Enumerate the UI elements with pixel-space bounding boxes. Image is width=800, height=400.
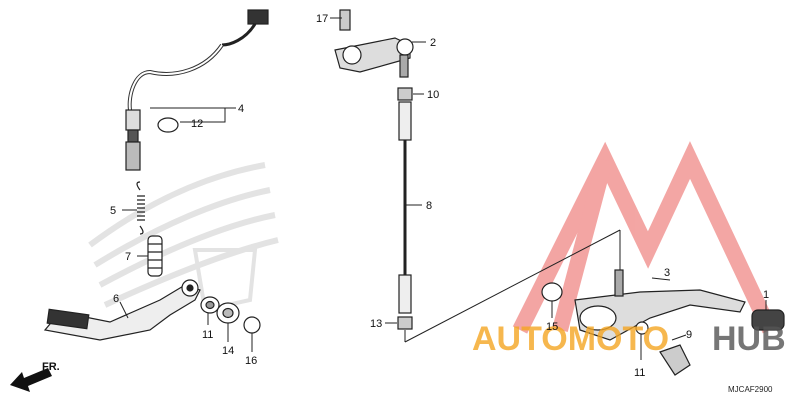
washer-part-11 xyxy=(635,321,649,335)
callout-8: 8 xyxy=(426,200,432,212)
background-wing-logo xyxy=(88,162,279,313)
callout-9: 9 xyxy=(686,329,692,341)
front-label: FR. xyxy=(42,361,60,373)
stop-switch-assembly xyxy=(125,9,269,171)
callout-7: 7 xyxy=(125,251,131,263)
callout-12: 14 xyxy=(222,345,234,357)
callout-15: 15 xyxy=(546,321,558,333)
leader-lines xyxy=(119,17,767,360)
nut-part-14 xyxy=(397,316,413,330)
callout-13: 12 xyxy=(191,118,203,130)
callout-3: 3 xyxy=(664,267,670,279)
callout-16: 16 xyxy=(245,355,257,367)
shift-arm-part-2 xyxy=(334,9,414,78)
spring-part-7 xyxy=(147,235,163,277)
callout-4: 4 xyxy=(238,103,244,115)
washer-part-15 xyxy=(541,282,563,302)
nut-part-10 xyxy=(397,87,413,101)
clip-part-13 xyxy=(157,117,179,133)
callout-5: 5 xyxy=(110,205,116,217)
watermark-text-left: AUTOMOTO xyxy=(472,320,669,358)
callout-1: 1 xyxy=(763,289,769,301)
bolt-part-17 xyxy=(339,9,351,31)
callout-11-right: 11 xyxy=(634,367,645,379)
front-direction-arrow: FR. xyxy=(10,361,60,392)
callout-17: 17 xyxy=(316,13,328,25)
callout-labels: 17 2 4 12 10 5 7 8 6 11 14 16 13 3 1 15 … xyxy=(110,13,769,379)
callout-10: 10 xyxy=(427,89,439,101)
gearshift-pedal-part-3 xyxy=(541,269,785,376)
pedal-rubber-part-1 xyxy=(751,309,785,331)
diagram-code: MJCAF2900 xyxy=(728,385,773,394)
bolt-part-9 xyxy=(659,344,691,376)
watermark-text-right: HUB xyxy=(712,320,786,358)
brake-pedal-part-6 xyxy=(43,279,201,341)
spring-part-5 xyxy=(136,181,145,235)
watermark-logo xyxy=(512,141,778,334)
callout-11-left: 11 xyxy=(202,329,213,341)
switch-connector xyxy=(247,9,269,25)
callout-2: 2 xyxy=(430,37,436,49)
callout-6: 6 xyxy=(113,293,119,305)
callout-14: 13 xyxy=(370,318,382,330)
tie-rod-part-8 xyxy=(398,101,412,314)
